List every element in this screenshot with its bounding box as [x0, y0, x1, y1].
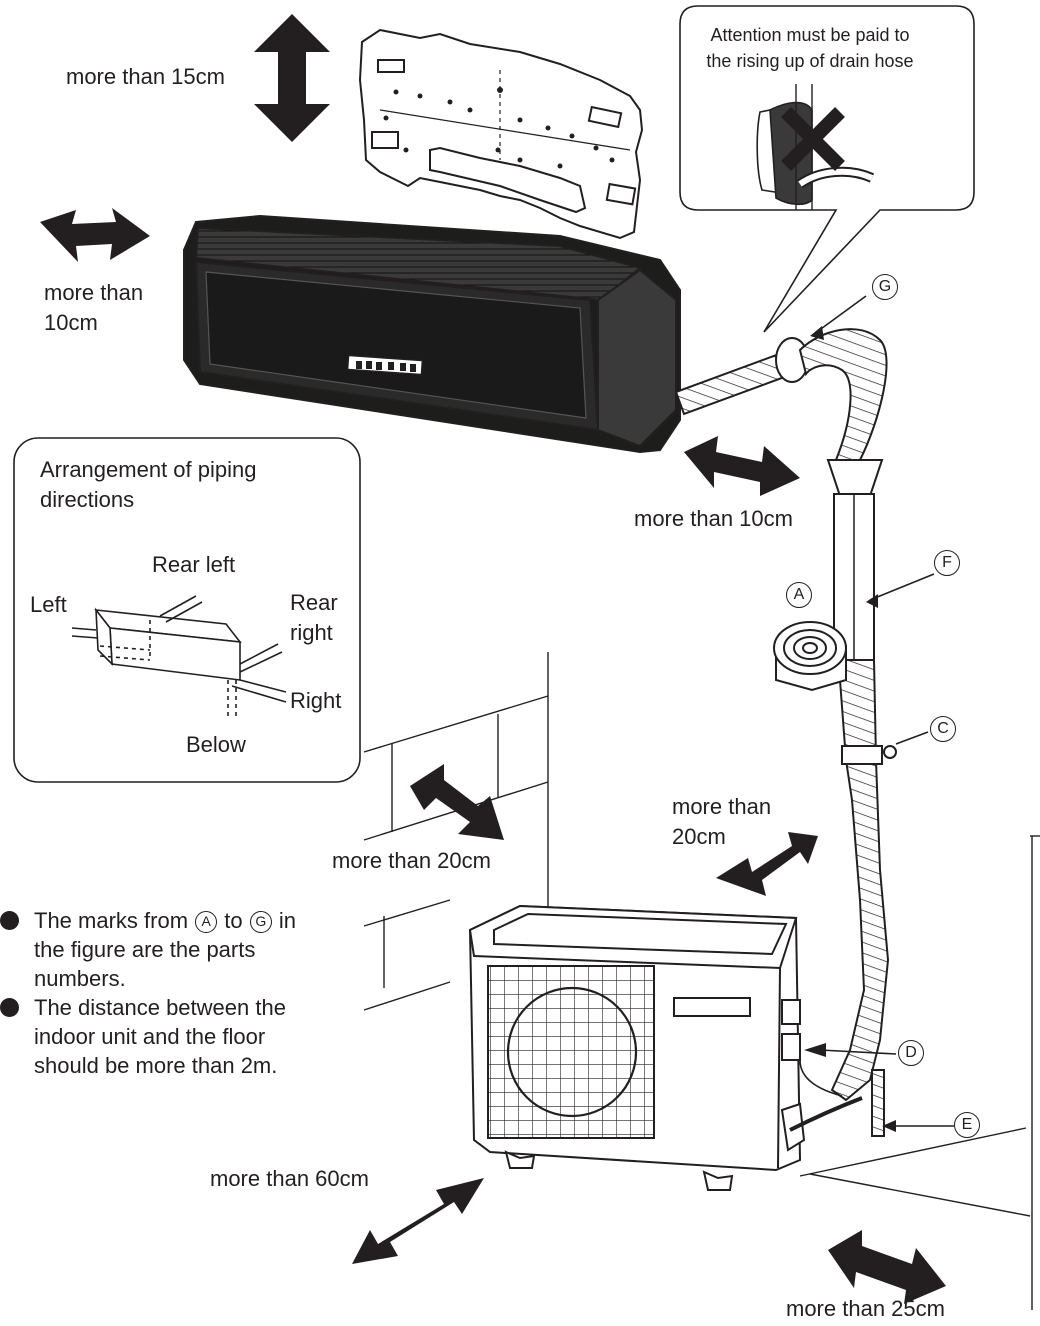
- indoor-pipe: [674, 328, 888, 461]
- notes-list: The marks from A to G in the figure are …: [0, 906, 330, 1080]
- clearance-right-outdoor-arrow: [828, 1230, 946, 1304]
- part-e-marker: E: [954, 1112, 980, 1138]
- clearance-left-arrow: [40, 208, 150, 262]
- clearance-outdoor-back-label-line1: more than: [672, 794, 772, 819]
- clearance-outdoor-back-arrow: [716, 832, 818, 896]
- note2-text: The distance between the indoor unit and…: [34, 995, 286, 1078]
- bullet-icon: [0, 911, 19, 930]
- part-d-marker: D: [898, 1040, 924, 1066]
- piping-arrangement-box: [13, 437, 361, 783]
- clearance-left-label-line1: more than: [44, 280, 144, 305]
- note1-part-a: A: [195, 911, 218, 933]
- part-a-marker: A: [786, 582, 812, 608]
- clearance-front-label: more than 60cm: [210, 1166, 369, 1191]
- clearance-left-label-line2: 10cm: [44, 310, 98, 335]
- piping-rear-left-label: Rear left: [152, 552, 236, 577]
- drain-hose-callout: [679, 5, 975, 333]
- piping-right-label: Right: [290, 688, 342, 713]
- piping-left-label: Left: [30, 592, 67, 617]
- bullet-icon: [0, 998, 19, 1017]
- part-g-marker: G: [872, 274, 898, 300]
- note-parts-numbers: The marks from A to G in the figure are …: [0, 906, 330, 993]
- piping-rear-right-label-line2: right: [290, 620, 333, 645]
- part-f-marker: F: [934, 550, 960, 576]
- clearance-wall-arrow: [410, 764, 504, 840]
- warning-line-1: Attention must be paid to: [710, 25, 910, 45]
- note-floor-distance: The distance between the indoor unit and…: [0, 993, 330, 1080]
- drain-hose-warning: Attention must be paid to the rising up …: [680, 22, 940, 74]
- clearance-right-indoor-label: more than 10cm: [634, 506, 793, 531]
- note1-text-end: in the figure are the parts numbers.: [34, 908, 297, 991]
- clearance-front-arrow: [352, 1178, 484, 1264]
- warning-line-2: the rising up of drain hose: [706, 51, 914, 71]
- part-c-marker: C: [930, 716, 956, 742]
- outdoor-unit: [468, 904, 863, 1191]
- detail-projection-lines: [799, 835, 1040, 1310]
- indoor-unit: [183, 214, 681, 454]
- clearance-outdoor-back-label-line2: 20cm: [672, 824, 726, 849]
- clearance-top-arrow: [254, 14, 330, 142]
- clearance-wall-label: more than 20cm: [332, 848, 491, 873]
- note1-text-start: The marks from: [34, 908, 189, 933]
- tape-roll: [773, 621, 847, 692]
- piping-arrangement-title: Arrangement of piping directions: [40, 457, 257, 512]
- part-leader-lines: [813, 295, 954, 1127]
- piping-down: [826, 459, 897, 1137]
- clearance-right-outdoor-label: more than 25cm: [786, 1296, 945, 1321]
- note1-text-mid: to: [224, 908, 243, 933]
- note1-part-g: G: [249, 911, 272, 933]
- clearance-top-label: more than 15cm: [66, 64, 225, 89]
- piping-rear-right-label-line1: Rear: [290, 590, 338, 615]
- piping-below-label: Below: [186, 732, 246, 757]
- clearance-right-indoor-arrow: [684, 436, 800, 496]
- mounting-plate: [358, 28, 644, 240]
